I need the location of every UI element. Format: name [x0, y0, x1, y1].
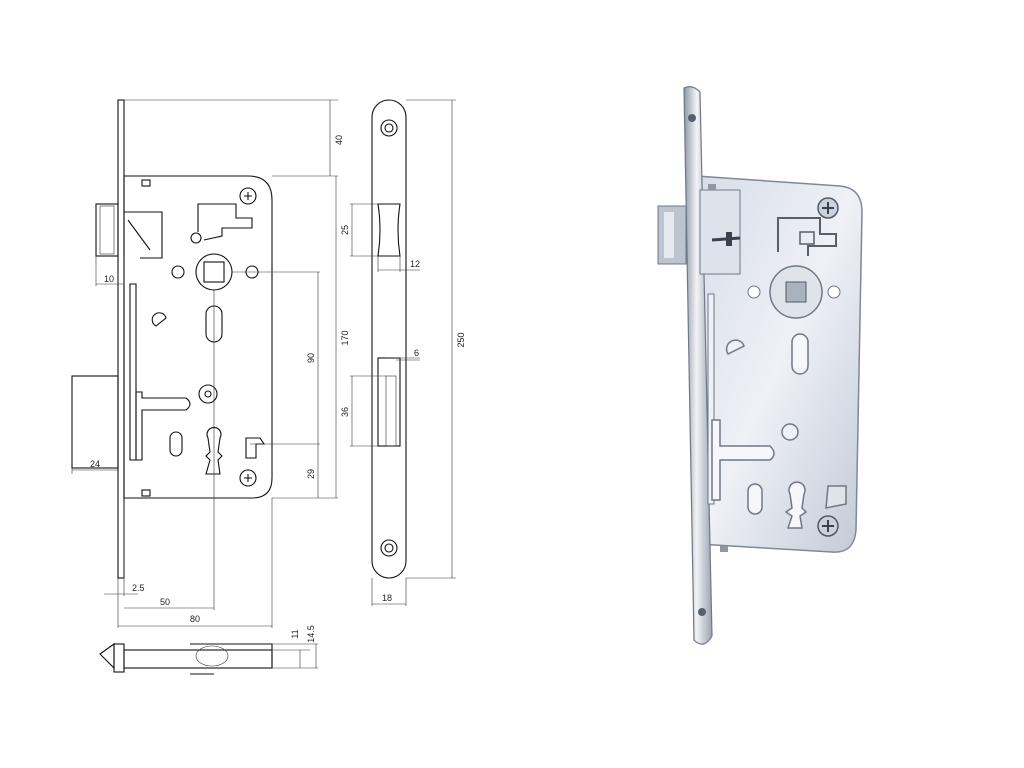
lower-slot	[169, 431, 183, 457]
mount-slot	[141, 179, 151, 187]
dim-bolt-throw: 24	[90, 459, 100, 469]
dim-bolt-height: 36	[340, 407, 350, 417]
t-slot	[135, 391, 191, 461]
screw-hole-icon	[380, 539, 398, 557]
photo-faceplate	[683, 86, 713, 645]
keyhole-icon	[205, 426, 223, 475]
cutout-circle	[198, 384, 218, 404]
dim-top-offset: 40	[334, 135, 344, 145]
dim-plate-length: 250	[456, 332, 466, 347]
screw-icon	[239, 469, 257, 487]
faceplate-side	[371, 99, 407, 579]
dim-plate-thickness: 2.5	[132, 583, 145, 593]
dim-height-total: 170	[340, 330, 350, 345]
mount-slot	[141, 489, 151, 497]
dimension-lines: 40 170 90 29 10 24 2.5 50 80	[71, 99, 350, 628]
dim-latch-depth: 12	[410, 259, 420, 269]
screw-icon	[817, 197, 839, 219]
mechanism-spring	[197, 203, 253, 241]
lock-body-outline	[123, 175, 273, 499]
latch-spring	[124, 211, 163, 259]
lower-lever	[245, 437, 266, 459]
latch-bolt	[95, 203, 119, 257]
dim-backset: 50	[160, 597, 170, 607]
screw-hole-icon	[380, 119, 398, 137]
side-dimension-lines: 25 12 6 36 250 18	[340, 99, 466, 606]
dim-latch-height: 25	[340, 225, 350, 235]
dead-bolt	[71, 375, 119, 469]
latch-opening	[377, 203, 401, 257]
keyhole-icon	[784, 481, 808, 529]
dim-latch-throw: 10	[104, 274, 114, 284]
product-photo	[657, 86, 863, 645]
mechanism-pin	[190, 232, 202, 244]
screw-icon	[817, 515, 839, 537]
faceplate-front	[117, 99, 125, 579]
dim-key-to-bottom: 29	[306, 469, 316, 479]
front-view-drawing	[71, 99, 273, 579]
bottom-body	[123, 649, 273, 669]
dim-plate-width: 18	[382, 593, 392, 603]
screw-icon	[239, 187, 257, 205]
latch-bolt-inner	[99, 205, 115, 255]
side-view-drawing	[371, 99, 407, 579]
bolt-opening	[377, 357, 401, 447]
dim-handle-to-key: 90	[306, 353, 316, 363]
lock-arc	[151, 312, 167, 327]
lever-slot	[129, 283, 137, 461]
bottom-latch-tip	[99, 642, 115, 670]
dim-total-depth: 14.5	[306, 625, 316, 643]
photo-follower	[747, 265, 841, 319]
dim-bolt-thickness: 6	[414, 348, 419, 358]
dim-body-depth: 11	[290, 629, 300, 638]
bottom-view-drawing: 11 14.5	[99, 625, 318, 675]
dim-body-width: 80	[190, 614, 200, 624]
